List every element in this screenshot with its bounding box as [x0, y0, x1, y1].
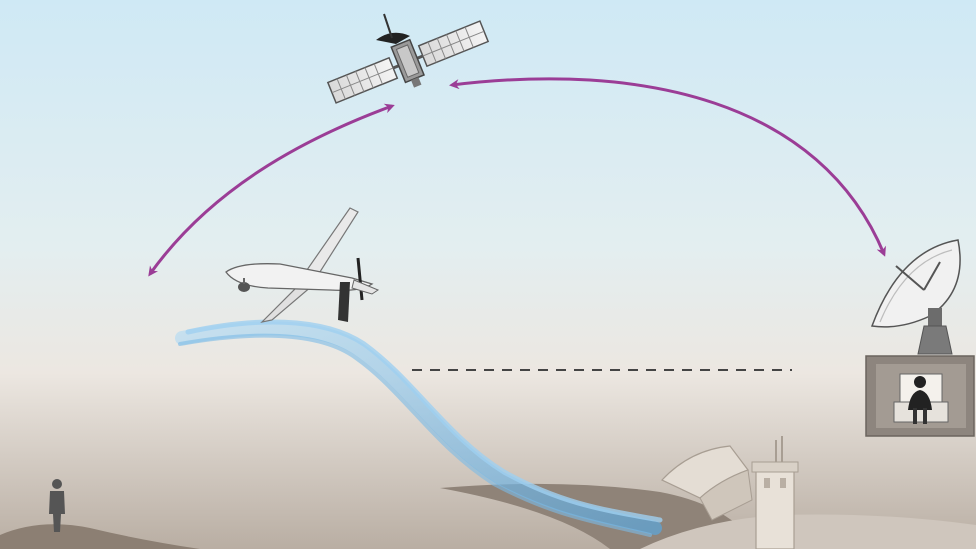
satellite-icon [326, 13, 490, 104]
person-icon [49, 479, 65, 532]
link-arrow-satellite-ground-station [449, 77, 886, 257]
hill-right [640, 514, 976, 549]
hill-left [0, 524, 200, 549]
drone-icon [225, 207, 380, 323]
missile-trail [175, 319, 663, 537]
building-icon [661, 436, 799, 549]
control-room [865, 355, 975, 437]
satellite-dish-icon [870, 239, 961, 355]
link-arrow-satellite-drone [148, 103, 395, 277]
operator-icon [893, 373, 949, 424]
